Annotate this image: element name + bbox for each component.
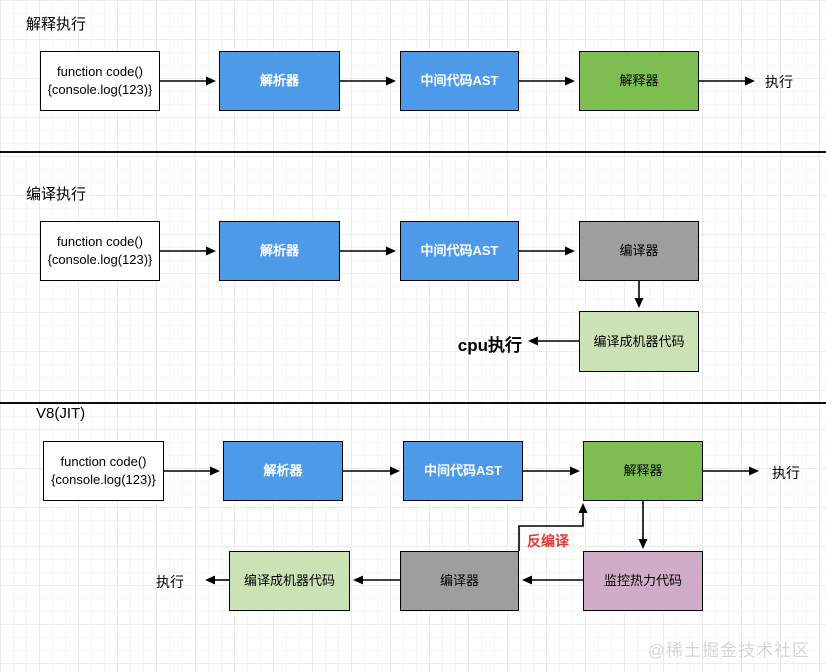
section-title-interpreted: 解释执行 <box>26 16 87 33</box>
s3-interpreter-box: 解释器 <box>583 441 703 501</box>
s3-parser-box: 解析器 <box>223 441 343 501</box>
s1-exec-label: 执行 <box>765 74 793 90</box>
section-divider-1 <box>0 151 826 153</box>
s1-interpreter-box: 解释器 <box>579 51 699 111</box>
watermark-text: @稀土掘金技术社区 <box>647 641 810 660</box>
s3-source-code-text: function code() {console.log(123)} <box>51 453 156 488</box>
s2-source-code-text: function code() {console.log(123)} <box>48 233 153 268</box>
s1-source-line2: {console.log(123)} <box>47 82 153 97</box>
s3-source-code-box: function code() {console.log(123)} <box>43 441 164 501</box>
s2-source-code-box: function code() {console.log(123)} <box>40 221 160 281</box>
s2-ast-box: 中间代码AST <box>400 221 519 281</box>
section-title-compiled: 编译执行 <box>26 186 87 203</box>
s1-ast-box: 中间代码AST <box>400 51 519 111</box>
s1-source-code-box: function code() {console.log(123)} <box>40 51 160 111</box>
s2-source-line1: function code() <box>57 234 143 250</box>
s1-source-code-text: function code() {console.log(123)} <box>48 63 153 98</box>
s2-parser-box: 解析器 <box>219 221 340 281</box>
s2-cpu-exec-label: cpu执行 <box>457 336 522 355</box>
s3-deoptimize-label: 反编译 <box>527 533 569 549</box>
s3-source-line2: {console.log(123)} <box>51 472 156 487</box>
s3-compiler-box: 编译器 <box>400 551 519 611</box>
s2-source-line2: {console.log(123)} <box>47 252 153 267</box>
s3-exec-label-bottom: 执行 <box>156 574 184 590</box>
s2-machine-code-box: 编译成机器代码 <box>579 311 699 372</box>
s3-exec-label-top: 执行 <box>772 465 800 481</box>
s3-source-line1: function code() <box>60 454 147 470</box>
s1-source-line1: function code() <box>57 64 143 80</box>
section-title-v8jit: V8(JIT) <box>36 405 86 422</box>
s3-monitor-box: 监控热力代码 <box>583 551 703 611</box>
s3-ast-box: 中间代码AST <box>403 441 523 501</box>
s3-machine-code-box: 编译成机器代码 <box>229 551 350 611</box>
s2-compiler-box: 编译器 <box>579 221 699 281</box>
s1-parser-box: 解析器 <box>219 51 340 111</box>
section-divider-2 <box>0 402 826 404</box>
